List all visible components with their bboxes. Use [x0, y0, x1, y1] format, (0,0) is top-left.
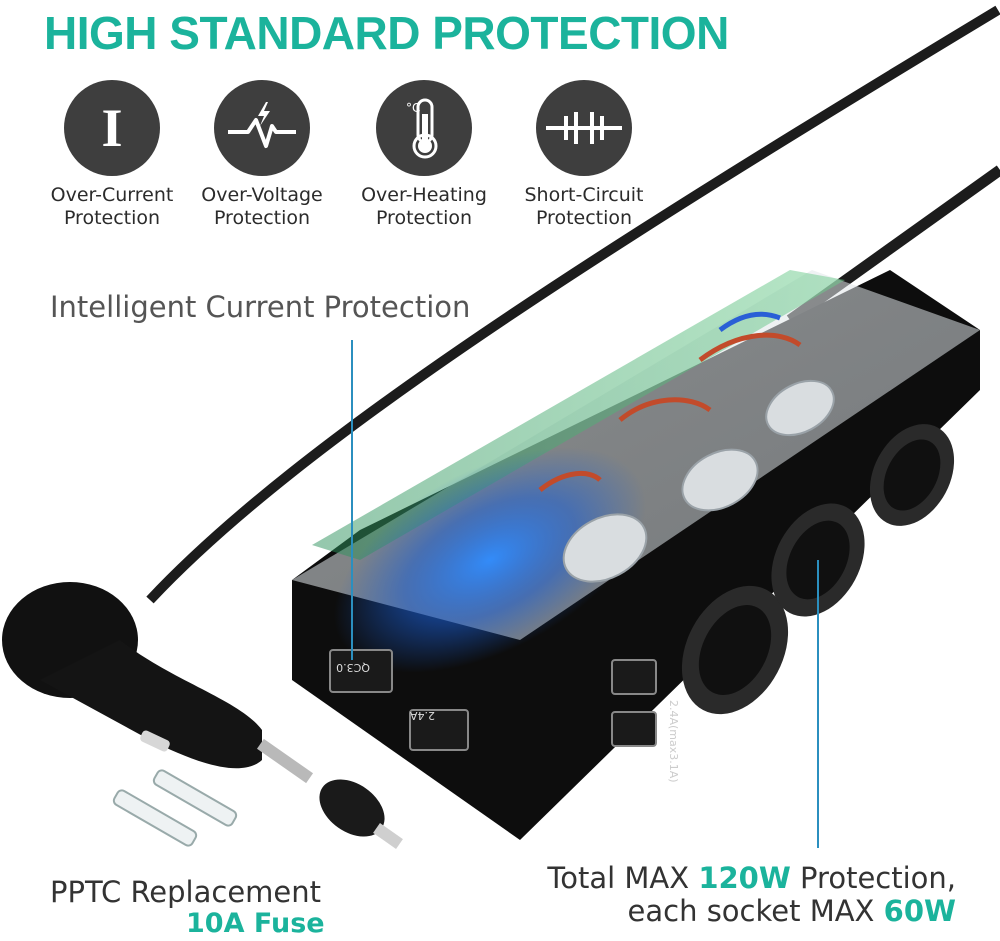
over-current-icon: I	[64, 80, 160, 176]
svg-text:°C: °C	[406, 101, 420, 115]
total-suffix: Protection,	[790, 861, 956, 895]
thermometer-icon: °C	[376, 80, 472, 176]
callout-intelligent-protection: Intelligent Current Protection	[50, 290, 471, 324]
total-prefix: Total MAX	[547, 861, 699, 895]
total-value: 120W	[698, 861, 791, 895]
usb-port: 2.4A	[409, 709, 469, 751]
feature-label-line1: Short-Circuit	[524, 184, 644, 206]
cigarette-socket	[681, 585, 789, 715]
qc-port-label: QC3.0	[336, 661, 370, 674]
socket-prefix: each socket MAX	[627, 894, 884, 928]
usb-port-qc: QC3.0	[329, 649, 393, 693]
car-plug	[2, 582, 314, 784]
fuse-cap	[319, 779, 403, 849]
feature-label-line2: Protection	[375, 207, 473, 229]
callout-total-protection: Total MAX 120W Protection, each socket M…	[547, 862, 956, 928]
fuse	[112, 769, 238, 847]
feature-label-line2: Protection	[63, 207, 161, 229]
cigarette-socket	[869, 424, 955, 526]
usb-pair-label: 2.4A(max3.1A)	[667, 700, 680, 783]
usb-port-label: 2.4A	[410, 709, 435, 722]
socket-value: 60W	[883, 894, 956, 928]
callout-fuse-line2: 10A Fuse	[186, 908, 325, 939]
svg-text:I: I	[101, 98, 122, 158]
over-voltage-icon	[214, 80, 310, 176]
short-circuit-icon	[536, 80, 632, 176]
feature-label-line1: Over-Current	[50, 184, 174, 206]
feature-label-line2: Protection	[535, 207, 633, 229]
headline: HIGH STANDARD PROTECTION	[44, 7, 729, 59]
usb-port-pair: 2.4A(max3.1A)	[611, 659, 680, 783]
callout-fuse-line1: PPTC Replacement	[50, 875, 322, 909]
feature-label-line1: Over-Heating	[361, 184, 487, 206]
socket-hub: QC3.0 2.4A 2.4A(max3.1A)	[292, 270, 980, 840]
feature-label-line2: Protection	[213, 207, 311, 229]
feature-label-line1: Over-Voltage	[201, 184, 323, 206]
